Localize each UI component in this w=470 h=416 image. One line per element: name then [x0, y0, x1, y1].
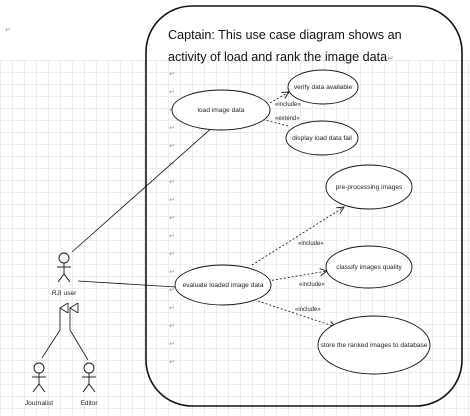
- use-case-evaluate[interactable]: evaluate loaded image data: [174, 264, 272, 306]
- svg-text:↵: ↵: [169, 268, 175, 276]
- svg-text:↵: ↵: [169, 88, 175, 96]
- include-label-classify: «include»: [299, 282, 325, 288]
- svg-text:↵: ↵: [169, 340, 175, 348]
- include-arrow-preprocess: [251, 207, 344, 266]
- svg-text:↵: ↵: [169, 196, 175, 204]
- caption-text: Captain: This use case diagram shows an …: [168, 28, 402, 64]
- svg-text:↵: ↵: [169, 286, 175, 294]
- actor-editor[interactable]: [82, 362, 96, 393]
- association-line-load: [71, 125, 215, 253]
- use-case-display-fail[interactable]: display load data fail: [285, 120, 359, 156]
- include-label-verify: «include»: [275, 102, 301, 108]
- svg-text:↵: ↵: [169, 214, 175, 222]
- actor-journalist-label: Journalist: [25, 400, 53, 407]
- use-case-classify[interactable]: classify images quality: [325, 245, 413, 289]
- svg-text:↵: ↵: [169, 178, 175, 186]
- top-margin: [0, 0, 470, 60]
- actor-rji-user[interactable]: [57, 252, 71, 283]
- use-case-preprocess[interactable]: pre-processing images: [325, 164, 413, 210]
- use-case-classify-label: classify images quality: [336, 264, 402, 271]
- include-label-store: «include»: [295, 307, 321, 313]
- caption: Captain: This use case diagram shows an …: [168, 24, 438, 70]
- actor-journalist[interactable]: [32, 362, 46, 393]
- use-case-load-label: load image data: [198, 107, 245, 114]
- include-label-preprocess: «include»: [298, 241, 324, 247]
- svg-text:↵: ↵: [169, 304, 175, 312]
- include-arrow-classify: [267, 271, 327, 282]
- svg-text:↵: ↵: [169, 358, 175, 366]
- include-arrow-store: [257, 300, 336, 327]
- association-line-evaluate: [77, 280, 177, 288]
- svg-text:↵: ↵: [169, 322, 175, 330]
- svg-text:↵: ↵: [169, 70, 175, 78]
- svg-text:↵: ↵: [169, 142, 175, 150]
- svg-text:↵: ↵: [169, 232, 175, 240]
- use-case-evaluate-label: evaluate loaded image data: [182, 282, 263, 289]
- use-case-store[interactable]: store the ranked images to database: [317, 315, 431, 375]
- use-case-store-label: store the ranked images to database: [320, 342, 427, 349]
- actor-editor-label: Editor: [80, 400, 98, 407]
- use-case-preprocess-label: pre-processing images: [336, 184, 403, 191]
- return-mark-icon: ↵: [387, 54, 394, 63]
- system-boundary: [145, 5, 463, 407]
- extend-label-fail: «extend»: [275, 116, 300, 122]
- actor-rji-user-label: RJI user: [52, 290, 77, 297]
- use-case-display-fail-label: display load data fail: [292, 135, 352, 142]
- use-case-load[interactable]: load image data: [171, 89, 271, 131]
- generalization-journalist: [41, 308, 60, 359]
- generalization-editor: [70, 308, 89, 361]
- return-mark-icon: ↵: [5, 26, 11, 34]
- svg-text:↵: ↵: [169, 124, 175, 132]
- use-case-verify[interactable]: verify data available: [287, 69, 359, 105]
- svg-text:↵: ↵: [169, 160, 175, 168]
- use-case-verify-label: verify data available: [294, 84, 353, 91]
- svg-text:↵: ↵: [169, 250, 175, 258]
